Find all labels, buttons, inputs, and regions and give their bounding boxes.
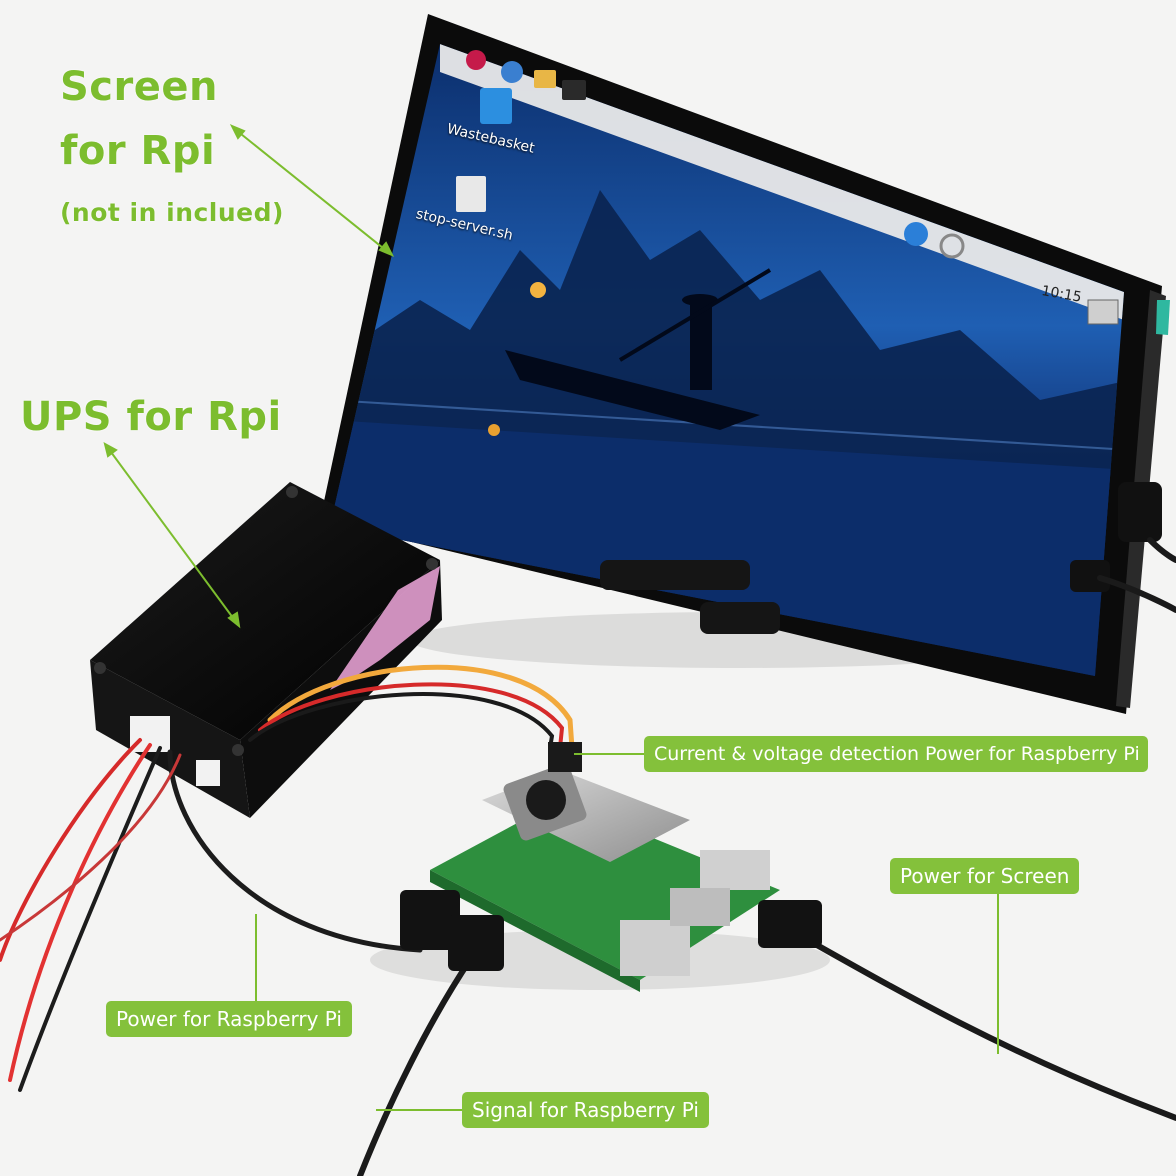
stand-foot-left <box>600 560 750 590</box>
battery-cells <box>330 566 440 690</box>
usbc-power-plug <box>400 890 460 950</box>
keyboard-icon[interactable] <box>1087 299 1119 325</box>
screen-usb-plug <box>758 900 822 948</box>
callout-signal-pi: Signal for Raspberry Pi <box>462 1092 709 1128</box>
script-file-icon[interactable] <box>456 176 486 212</box>
fan-hub <box>526 780 566 820</box>
wastebasket-icon[interactable] <box>480 88 512 124</box>
ups-input-connector <box>196 760 220 786</box>
ups-heading: UPS for Rpi <box>20 394 282 440</box>
sync-icon[interactable] <box>939 233 965 259</box>
callout-power-pi: Power for Raspberry Pi <box>106 1001 352 1037</box>
browser-icon[interactable] <box>501 61 523 83</box>
file-manager-icon[interactable] <box>534 70 556 88</box>
callout-current-voltage: Current & voltage detection Power for Ra… <box>644 736 1148 772</box>
wires <box>0 537 1176 1176</box>
usb3-ports <box>670 888 730 926</box>
screen-heading-note: (not in inclued) <box>60 198 284 227</box>
hdmi-plug <box>1118 482 1162 542</box>
leader-lines <box>103 124 999 1111</box>
ethernet-port <box>620 920 690 976</box>
raspberry-menu-icon[interactable] <box>466 50 486 70</box>
raspberry-pi-board <box>400 742 822 992</box>
screen-heading-line1: Screen <box>60 64 218 110</box>
usb-plug <box>1070 560 1110 592</box>
screen-heading-line2: for Rpi <box>60 128 216 174</box>
download-icon[interactable] <box>904 222 928 246</box>
flex-cable <box>1156 300 1170 335</box>
ups-case <box>90 482 442 818</box>
terminal-icon[interactable] <box>562 80 586 100</box>
gpio-header-plug <box>548 742 582 772</box>
stand-foot-right <box>700 602 780 634</box>
micro-hdmi-plug <box>448 915 504 971</box>
usb-ports <box>700 850 770 890</box>
callout-power-screen: Power for Screen <box>890 858 1080 894</box>
